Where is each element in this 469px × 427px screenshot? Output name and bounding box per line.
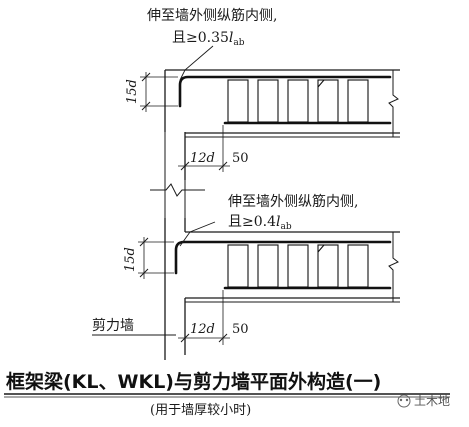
wall-break-line — [150, 183, 205, 197]
dim-tick — [218, 161, 228, 171]
dim-tick — [180, 161, 190, 171]
title-block: 框架梁(KL、WKL)与剪力墙平面外构造(一) (用于墙厚较小时) — [4, 370, 450, 418]
dim-tick — [180, 333, 190, 343]
stirrup — [287, 79, 309, 123]
dim-tick — [141, 72, 151, 82]
dim-12d-label: 12d — [190, 151, 215, 166]
watermark: 土木地 — [397, 394, 450, 408]
top-note-subscript: ab — [233, 38, 244, 48]
bottom-detail: 15d 12d 50 剪力墙 伸至墙外侧纵筋内侧, 且≥0.4lab — [92, 193, 400, 360]
top-note-line2: 且≥0.35lab — [172, 30, 245, 48]
top-detail: 15d 12d 50 伸至墙外侧纵筋内侧, 且≥0.35lab — [125, 7, 400, 192]
stirrup — [227, 79, 249, 123]
stirrup-hook — [317, 244, 325, 253]
bottom-beam-break-line — [388, 232, 399, 302]
bottom-dimension-15d: 15d — [123, 237, 174, 279]
dim-50-label: 50 — [232, 322, 249, 337]
stirrup — [257, 244, 279, 288]
top-note-leader — [179, 45, 214, 81]
stirrup-hook — [317, 79, 325, 88]
dim-15d-label: 15d — [123, 247, 138, 272]
stirrup — [287, 244, 309, 288]
bottom-dimension-12d: 12d 50 — [178, 290, 249, 345]
stirrup — [347, 244, 369, 288]
watermark-icon-dot — [405, 398, 409, 402]
shear-wall-label: 剪力墙 — [92, 318, 134, 334]
top-dimension-12d: 12d 50 — [178, 125, 249, 172]
bottom-beam-top-bar — [174, 240, 392, 275]
dim-tick — [139, 268, 149, 278]
stirrup — [227, 244, 249, 288]
drawing-title: 框架梁(KL、WKL)与剪力墙平面外构造(一) — [6, 370, 381, 393]
dim-12d-label: 12d — [190, 322, 215, 337]
bottom-note-leader — [179, 221, 216, 247]
bottom-stirrups — [227, 244, 369, 288]
dim-tick — [141, 101, 151, 111]
bottom-note-prefix: 且≥0.4 — [228, 214, 276, 230]
stirrup — [347, 79, 369, 123]
stirrup — [317, 244, 339, 288]
dim-15d-label: 15d — [125, 79, 140, 104]
watermark-text: 土木地 — [414, 394, 450, 408]
wall-break — [150, 180, 205, 218]
top-stirrups — [227, 79, 369, 123]
top-beam-break-line — [388, 70, 399, 137]
drawing-subtitle: (用于墙厚较小时) — [150, 403, 251, 418]
top-note-symbol: l — [229, 30, 233, 46]
dim-tick — [218, 333, 228, 343]
bottom-note-subscript: ab — [280, 222, 291, 232]
dim-tick — [139, 237, 149, 247]
top-note-line1: 伸至墙外侧纵筋内侧, — [147, 7, 277, 24]
bottom-note-line1: 伸至墙外侧纵筋内侧, — [228, 193, 358, 210]
top-dimension-15d: 15d — [125, 72, 178, 112]
watermark-icon-dot — [399, 398, 403, 402]
stirrup — [257, 79, 279, 123]
top-beam-top-bar — [178, 75, 392, 108]
stirrup — [317, 79, 339, 123]
top-note-prefix: 且≥0.35 — [172, 30, 229, 46]
bottom-note-symbol: l — [276, 214, 280, 230]
bottom-note-line2: 且≥0.4lab — [228, 214, 292, 232]
dim-50-label: 50 — [232, 151, 249, 166]
watermark-icon — [397, 394, 411, 408]
